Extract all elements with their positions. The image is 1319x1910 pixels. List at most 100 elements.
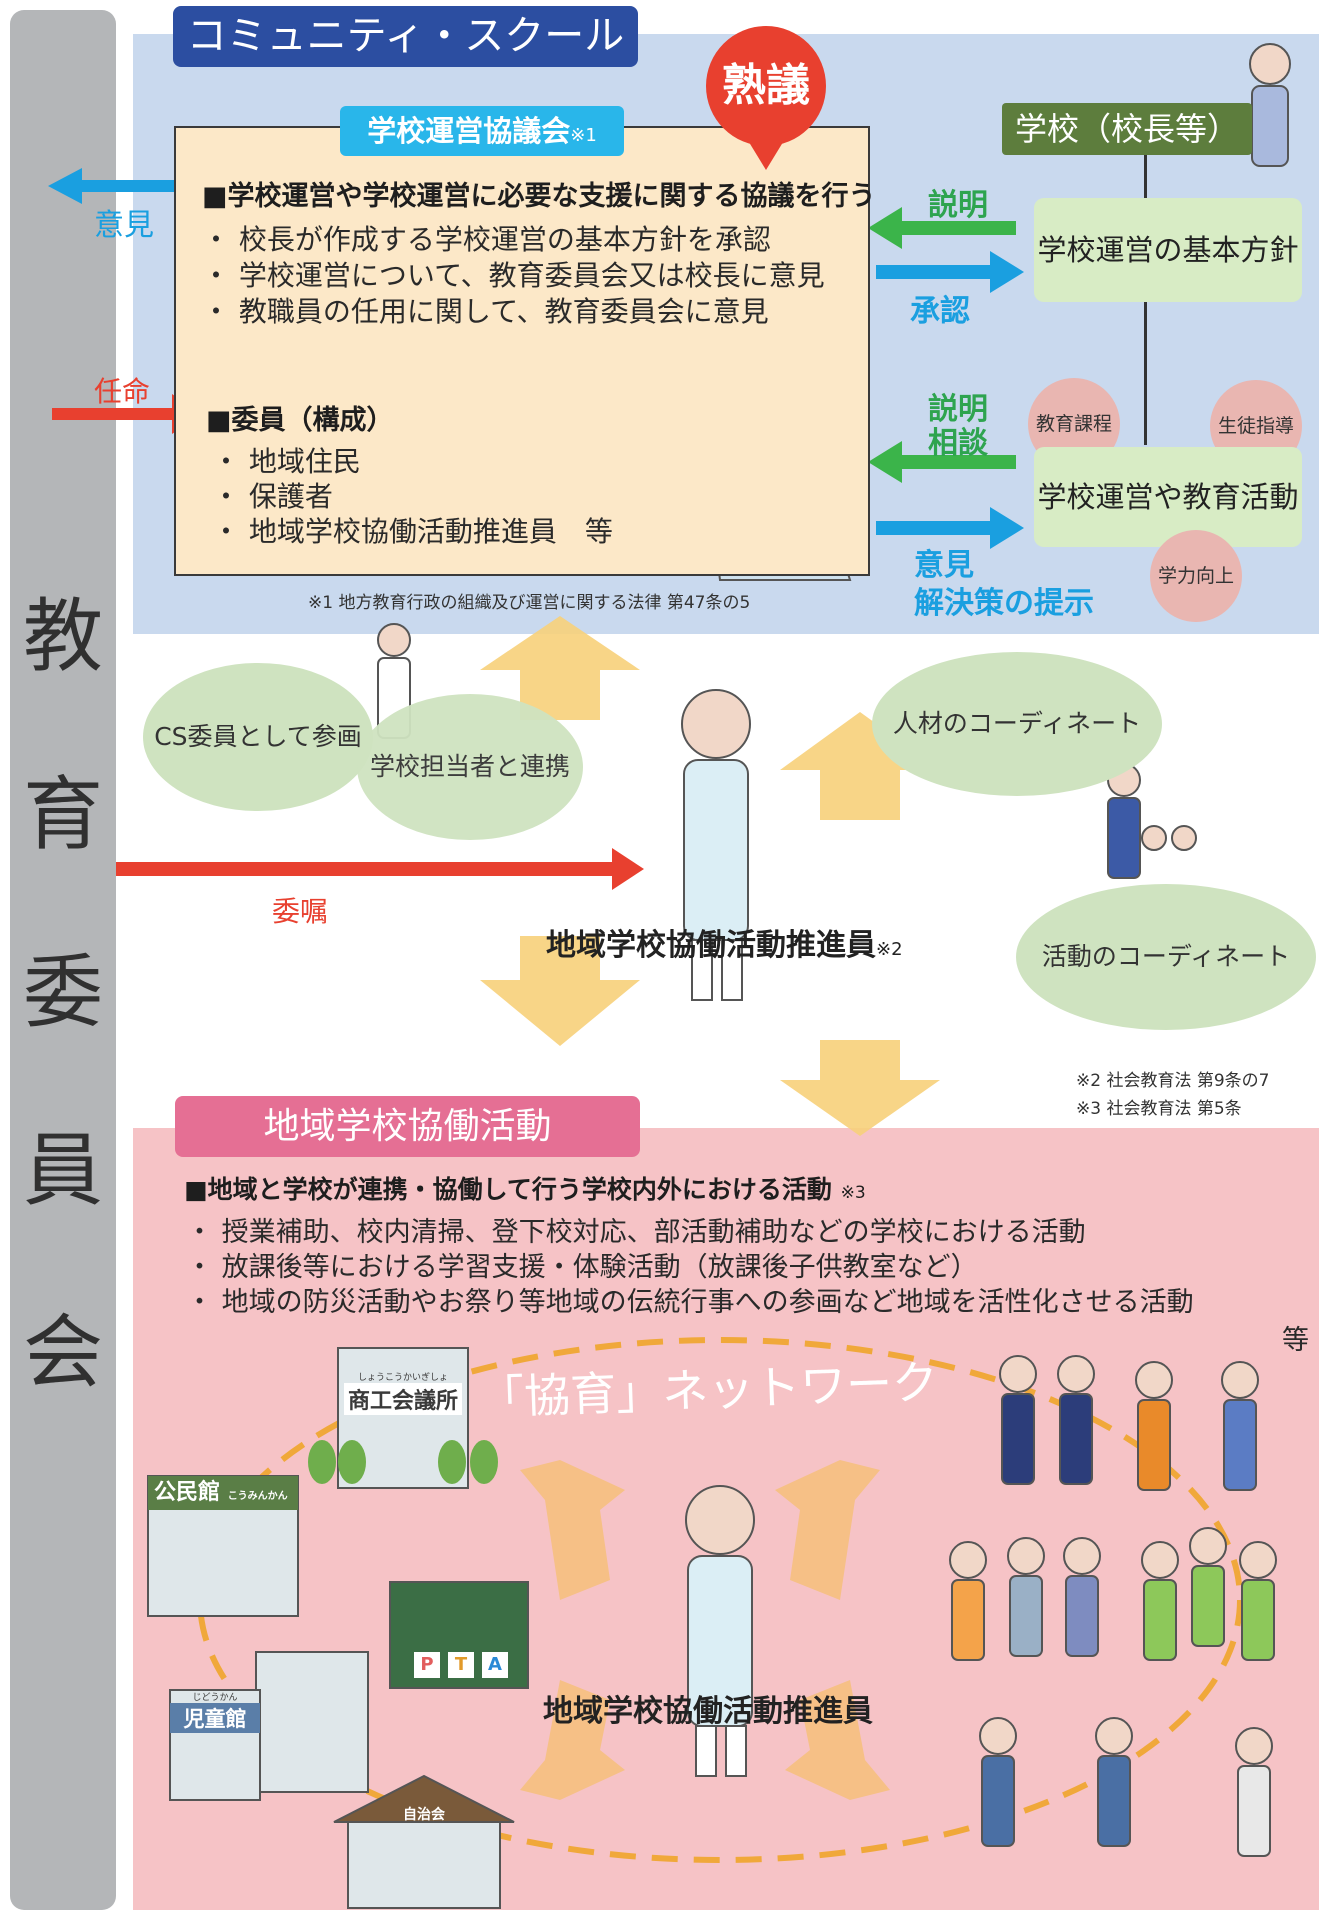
radiate-arrow bbox=[520, 1460, 625, 1600]
pta-letter: A bbox=[482, 1652, 508, 1678]
activity-item: ・ 放課後等における学習支援・体験活動（放課後子供教室など） bbox=[186, 1245, 978, 1284]
community-school-title: コミュニティ・スクール bbox=[173, 6, 638, 67]
footnote-3: ※3 社会教育法 第5条 bbox=[1076, 1099, 1242, 1119]
board-of-education-bar: 教 育 委 員 会 bbox=[10, 10, 116, 1910]
bullet: ・ bbox=[186, 1252, 213, 1283]
activity-coord-ellipse: 活動のコーディネート bbox=[1016, 884, 1316, 1030]
explain-label: 説明 bbox=[928, 188, 988, 223]
network-ring bbox=[197, 1337, 1243, 1863]
footnote-2: ※2 社会教育法 第9条の7 bbox=[1076, 1071, 1270, 1091]
deliberation-badge-tip bbox=[744, 134, 788, 170]
big-up-arrow bbox=[780, 712, 940, 820]
school-liaison-ellipse: 学校担当者と連携 bbox=[357, 694, 583, 840]
bullet: ・ bbox=[186, 1217, 213, 1248]
member-text: 地域住民 bbox=[248, 445, 361, 478]
approve-arrow bbox=[876, 251, 1024, 293]
council-item: 教職員の任用に関して、教育委員会に意見 bbox=[238, 295, 769, 328]
commission-arrow bbox=[116, 848, 644, 890]
opinion-out-label: 意見 bbox=[94, 208, 154, 243]
radiate-arrow bbox=[775, 1460, 880, 1600]
school-title: 学校（校長等） bbox=[1002, 103, 1252, 155]
approve-label: 承認 bbox=[910, 294, 970, 329]
consult-label: 相談 bbox=[928, 426, 988, 461]
activity-text: 授業補助、校内清掃、登下校対応、部活動補助などの学校における活動 bbox=[221, 1217, 1086, 1248]
council-title-text: 学校運営協議会 bbox=[367, 114, 571, 148]
childrens-house-building: じどうかん 児童館 bbox=[170, 1690, 260, 1733]
bullet-item: ・ 学校運営について、教育委員会又は校長に意見 bbox=[202, 254, 825, 294]
bullet: ・ bbox=[212, 445, 241, 478]
chamber-label: 商工会議所 bbox=[344, 1383, 462, 1415]
sidebar-char: 員 bbox=[23, 1124, 103, 1217]
talent-coord-ellipse: 人材のコーディネート bbox=[872, 652, 1162, 796]
policy-box: 学校運営の基本方針 bbox=[1034, 198, 1302, 302]
activities-heading-text: ■地域と学校が連携・協働して行う学校内外における活動 bbox=[184, 1175, 832, 1204]
council-item: 校長が作成する学校運営の基本方針を承認 bbox=[238, 223, 771, 256]
bullet-item: ・ 校長が作成する学校運営の基本方針を承認 bbox=[202, 218, 771, 258]
radiate-arrow bbox=[520, 1680, 625, 1800]
commission-label: 委嘱 bbox=[272, 895, 329, 928]
council-footnote: ※1 地方教育行政の組織及び運営に関する法律 第47条の5 bbox=[308, 593, 751, 613]
promoter-label: 地域学校協働活動推進員※2 bbox=[546, 920, 903, 964]
members-heading: ■委員（構成） bbox=[206, 405, 394, 436]
bullet: ・ bbox=[186, 1287, 213, 1318]
pta-letter: T bbox=[448, 1652, 474, 1678]
appoint-label: 任命 bbox=[94, 375, 151, 408]
pta-letter: P bbox=[414, 1652, 440, 1678]
activity-text: 地域の防災活動やお祭り等地域の伝統行事への参画など地域を活性化させる活動 bbox=[221, 1287, 1194, 1318]
activity-item: ・ 地域の防災活動やお祭り等地域の伝統行事への参画など地域を活性化させる活動 bbox=[186, 1280, 1194, 1319]
activities-heading-note: ※3 bbox=[840, 1183, 866, 1203]
opinion-arrow bbox=[876, 507, 1024, 549]
bullet: ・ bbox=[212, 480, 241, 513]
member-item: ・ 地域学校協働活動推進員 等 bbox=[212, 510, 613, 550]
council-title: 学校運営協議会※1 bbox=[340, 106, 624, 156]
consult-arrow bbox=[868, 441, 1016, 483]
pta-board: P T A bbox=[414, 1652, 514, 1678]
opinion2-label: 意見 bbox=[914, 548, 974, 583]
activities-title: 地域学校協働活動 bbox=[175, 1096, 640, 1157]
bullet: ・ bbox=[202, 223, 231, 256]
deliberation-badge: 熟議 bbox=[706, 26, 826, 146]
bullet: ・ bbox=[202, 259, 231, 292]
council-heading: ■学校運営や学校運営に必要な支援に関する協議を行う bbox=[202, 181, 876, 212]
member-item: ・ 地域住民 bbox=[212, 440, 361, 480]
explain-arrow bbox=[868, 207, 1016, 249]
promoter-note: ※2 bbox=[876, 939, 903, 960]
member-item: ・ 保護者 bbox=[212, 475, 333, 515]
radiate-arrow bbox=[785, 1680, 890, 1800]
activities-heading: ■地域と学校が連携・協働して行う学校内外における活動 ※3 bbox=[184, 1170, 866, 1206]
cs-member-ellipse: CS委員として参画 bbox=[143, 663, 373, 811]
sidebar-char: 育 bbox=[23, 768, 103, 861]
big-down-arrow bbox=[480, 936, 640, 1046]
member-text: 保護者 bbox=[248, 480, 333, 513]
sidebar-char: 教 bbox=[23, 590, 103, 683]
bullet: ・ bbox=[202, 295, 231, 328]
community-center-text: 公民館 bbox=[154, 1480, 221, 1505]
promoter-name: 地域学校協働活動推進員 bbox=[546, 928, 876, 963]
activity-text: 放課後等における学習支援・体験活動（放課後子供教室など） bbox=[221, 1252, 978, 1283]
big-up-arrow bbox=[480, 616, 640, 720]
childrens-house-ruby: じどうかん bbox=[192, 1693, 238, 1703]
network-promoter-label: 地域学校協働活動推進員 bbox=[543, 1694, 873, 1729]
appoint-arrow bbox=[52, 394, 202, 434]
member-text: 地域学校協働活動推進員 等 bbox=[248, 515, 613, 548]
explain2-label: 説明 bbox=[928, 392, 988, 427]
chamber-ruby: しょうこうかいぎしょ bbox=[357, 1373, 448, 1383]
sidebar-char: 会 bbox=[23, 1306, 103, 1399]
operations-box: 学校運営や教育活動 bbox=[1034, 447, 1302, 547]
achievement-circle: 学力向上 bbox=[1150, 530, 1242, 622]
chamber-building: しょうこうかいぎしょ 商工会議所 bbox=[338, 1348, 468, 1415]
bullet-item: ・ 教職員の任用に関して、教育委員会に意見 bbox=[202, 290, 769, 330]
council-note: ※1 bbox=[570, 125, 597, 146]
community-center-ruby: こうみんかん bbox=[227, 1491, 288, 1502]
activity-etc: 等 bbox=[1282, 1325, 1309, 1356]
council-item: 学校運営について、教育委員会又は校長に意見 bbox=[238, 259, 825, 292]
activity-item: ・ 授業補助、校内清掃、登下校対応、部活動補助などの学校における活動 bbox=[186, 1210, 1086, 1249]
solutions-label: 解決策の提示 bbox=[914, 586, 1094, 621]
sidebar-char: 委 bbox=[23, 946, 103, 1039]
childrens-house-label: 児童館 bbox=[170, 1703, 260, 1733]
neighborhood-assoc-label: 自治会 bbox=[403, 1807, 445, 1823]
community-center-label: 公民館 こうみんかん bbox=[148, 1476, 298, 1510]
bullet: ・ bbox=[212, 515, 241, 548]
big-down-arrow bbox=[780, 1040, 940, 1136]
